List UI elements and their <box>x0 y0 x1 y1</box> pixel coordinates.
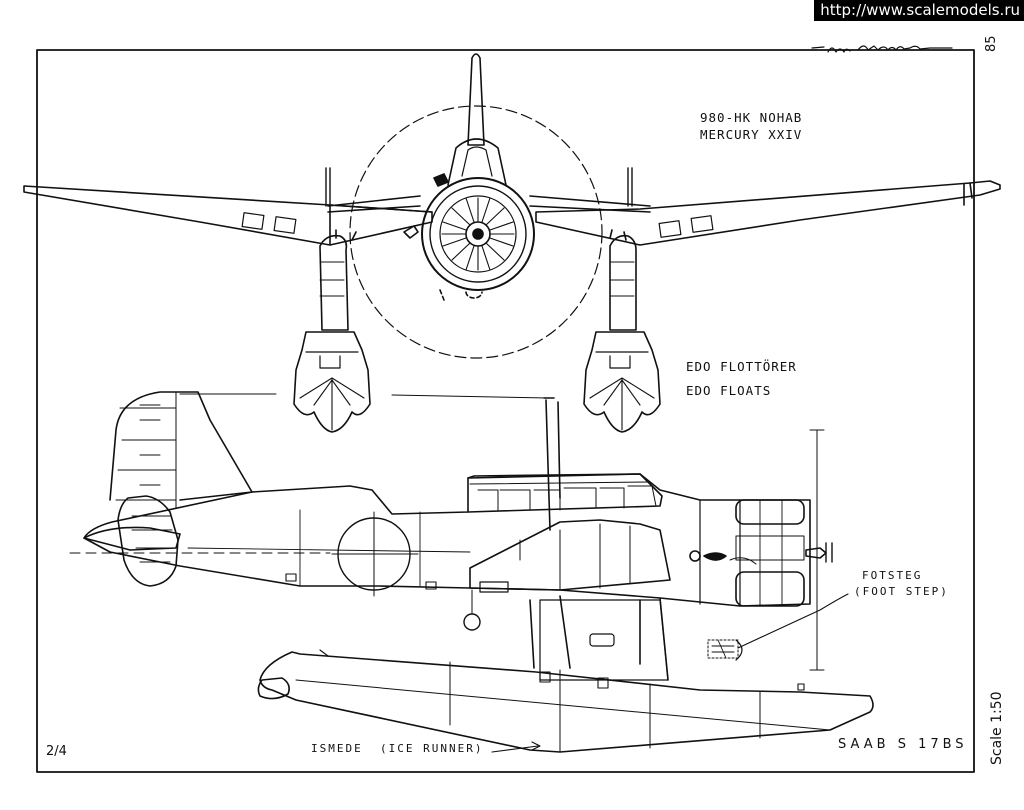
canopy-front <box>447 138 507 186</box>
side-view <box>69 391 874 753</box>
side-fuselage <box>83 473 811 607</box>
left-wing <box>23 185 433 246</box>
side-float-strut <box>529 595 669 681</box>
retractable-wheel <box>463 613 481 631</box>
engine-label-line2: MERCURY XXIV <box>700 127 803 142</box>
scale-label: Scale 1:50 <box>989 691 1005 765</box>
foot-step-leader <box>737 593 849 649</box>
footstep-label-swedish: FOTSTEG <box>862 569 923 582</box>
engine-label-line1: 980-HK NOHAB <box>700 110 803 125</box>
drawing-frame <box>36 49 975 773</box>
right-float-front <box>583 234 661 433</box>
radial-cylinders <box>441 197 515 271</box>
floats-label-swedish: EDO FLOTTÖRER <box>686 359 797 374</box>
page-number: 85 <box>984 35 999 52</box>
left-float-strut <box>335 229 357 241</box>
side-fin-rudder <box>109 391 253 501</box>
side-wing <box>469 519 671 591</box>
artist-signature <box>811 45 953 53</box>
sheet-number: 2/4 <box>46 744 67 759</box>
dimension-line <box>809 429 825 671</box>
side-float <box>257 649 874 753</box>
footstep-label-english: (FOOT STEP) <box>854 585 949 598</box>
floats-label-english: EDO FLOATS <box>686 383 772 398</box>
side-propeller-hub <box>805 547 827 559</box>
watermark-url[interactable]: http://www.scalemodels.ru <box>814 0 1024 21</box>
wing-detail <box>241 212 714 238</box>
foot-step-detail <box>707 639 739 659</box>
wing-hatch <box>479 581 509 593</box>
side-engine <box>689 499 833 607</box>
side-canopy <box>467 473 663 513</box>
horizontal-stabilizer <box>327 195 651 213</box>
ice-runner-label: ISMEDE (ICE RUNNER) <box>311 742 484 755</box>
left-float-front <box>293 234 371 433</box>
right-wing-tip <box>963 182 973 206</box>
aircraft-title: SAAB S 17BS <box>838 737 968 752</box>
front-view <box>23 53 1001 433</box>
ice-runner-leader <box>491 745 539 753</box>
engine-cowling <box>421 177 535 291</box>
right-wing <box>535 180 1001 246</box>
tail-float-rudder <box>117 495 179 587</box>
vertical-fin <box>467 53 485 146</box>
propeller-disc <box>349 105 603 359</box>
